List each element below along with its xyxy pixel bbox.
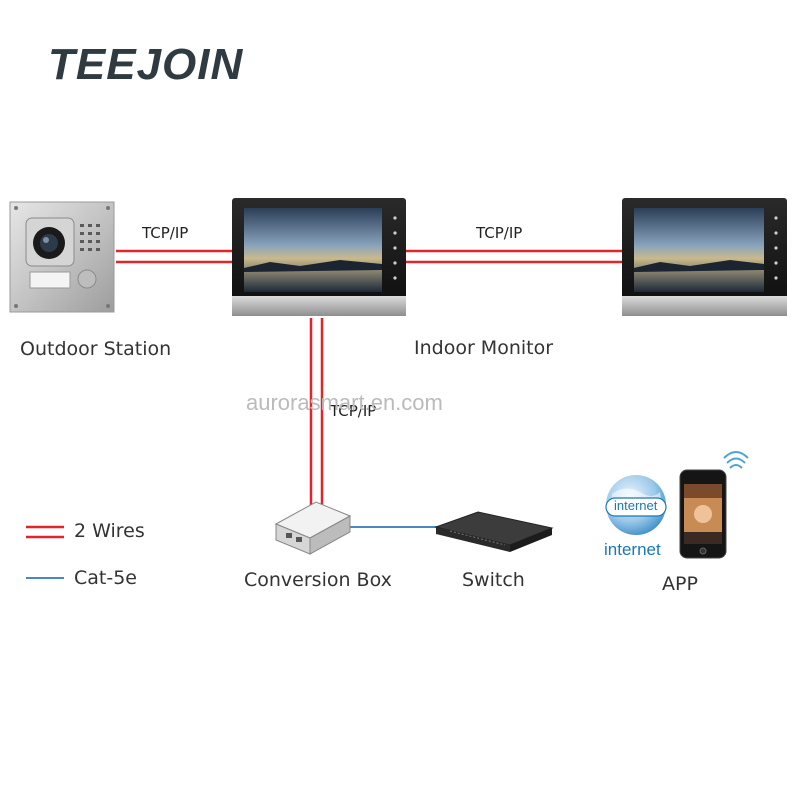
indoor-monitor-device	[232, 198, 406, 316]
brand-logo: TEEJOIN	[48, 40, 244, 89]
legend-two-wires-label: 2 Wires	[74, 520, 145, 542]
internet-caption: internet	[604, 540, 661, 559]
connection-label-monitor-monitor: TCP/IP	[476, 224, 523, 242]
indoor-monitor-extension-device	[622, 198, 787, 316]
label-indoor-monitor: Indoor Monitor	[414, 337, 554, 359]
watermark-text: aurorasmart.en.com	[246, 390, 443, 415]
label-app: APP	[662, 573, 698, 595]
wire-outdoor-to-monitor	[116, 249, 232, 264]
legend-two-wires-swatch	[26, 525, 64, 539]
outdoor-station-device	[9, 201, 115, 313]
connection-label-monitor-box: TCP/IP	[330, 402, 377, 420]
label-switch: Switch	[462, 569, 525, 591]
label-conversion-box: Conversion Box	[244, 569, 392, 591]
wifi-signal-icon	[723, 451, 749, 469]
conversion-box-device	[274, 501, 352, 555]
legend-cat5e-label: Cat-5e	[74, 567, 137, 589]
label-outdoor-station: Outdoor Station	[20, 338, 172, 360]
smartphone-icon	[679, 469, 727, 559]
internet-globe-icon	[605, 475, 667, 535]
switch-device	[434, 511, 554, 552]
connection-label-outdoor-monitor: TCP/IP	[142, 224, 189, 242]
internet-globe-label: internet	[614, 498, 658, 513]
wire-monitor-to-box	[309, 318, 324, 510]
wire-monitor-to-monitor	[406, 249, 622, 264]
